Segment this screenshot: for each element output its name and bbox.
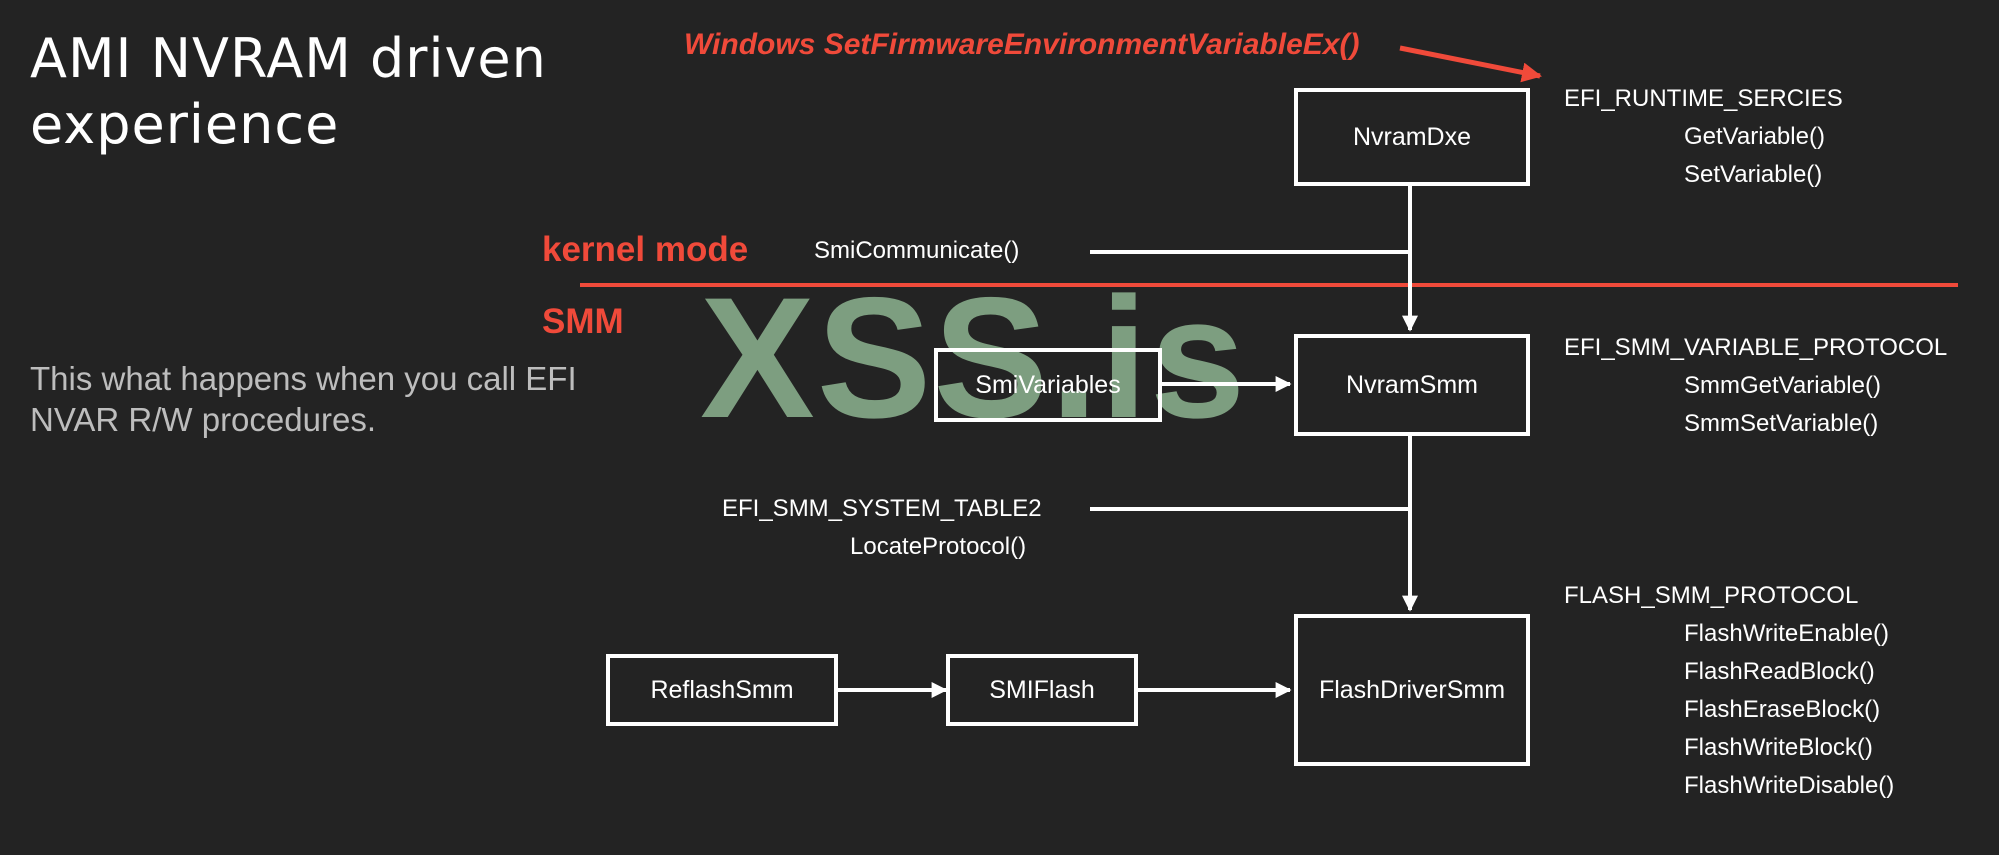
smiflash-box: SMIFlash [946,654,1138,726]
api-function: FlashWriteDisable() [1684,772,1895,799]
title-line2: experience [30,93,340,156]
nvramdxe-box: NvramDxe [1294,88,1530,186]
windows-call-annotation: Windows SetFirmwareEnvironmentVariableEx… [684,28,1360,61]
api-function: SmmGetVariable() [1684,372,1881,399]
title-line1: AMI NVRAM driven [30,27,547,90]
api-group-flash-smm-protocol: FLASH_SMM_PROTOCOL FlashWriteEnable() Fl… [1564,577,1894,805]
smivariables-box: SmiVariables [934,348,1162,422]
reflashsmm-box: ReflashSmm [606,654,838,726]
api-function: FlashWriteBlock() [1684,734,1873,761]
kernel-mode-label: kernel mode [542,230,749,269]
api-group-header: EFI_RUNTIME_SERCIES [1564,85,1843,112]
api-group-header: EFI_SMM_VARIABLE_PROTOCOL [1564,334,1948,361]
api-group-header: FLASH_SMM_PROTOCOL [1564,582,1859,609]
locate-protocol-label: LocateProtocol() [850,533,1027,560]
api-function: FlashReadBlock() [1684,658,1875,685]
flashdriversmm-box: FlashDriverSmm [1294,614,1530,766]
smicommunicate-label: SmiCommunicate() [814,237,1020,264]
api-function: FlashEraseBlock() [1684,696,1881,723]
api-group-runtime-services: EFI_RUNTIME_SERCIES GetVariable() SetVar… [1564,80,1843,194]
description-line1: This what happens when you call EFI [30,360,577,397]
watermark: XSS.is [700,262,1248,454]
api-group-smm-variable-protocol: EFI_SMM_VARIABLE_PROTOCOL SmmGetVariable… [1564,329,1947,443]
api-function: SetVariable() [1684,161,1823,188]
description-line2: NVAR R/W procedures. [30,401,376,438]
api-function: FlashWriteEnable() [1684,620,1889,647]
smm-label: SMM [542,302,624,341]
api-function: SmmSetVariable() [1684,410,1879,437]
nvramsmm-box: NvramSmm [1294,334,1530,436]
system-table-label: EFI_SMM_SYSTEM_TABLE2 [722,495,1042,522]
windows-call-arrow [1399,45,1542,83]
api-function: GetVariable() [1684,123,1825,150]
